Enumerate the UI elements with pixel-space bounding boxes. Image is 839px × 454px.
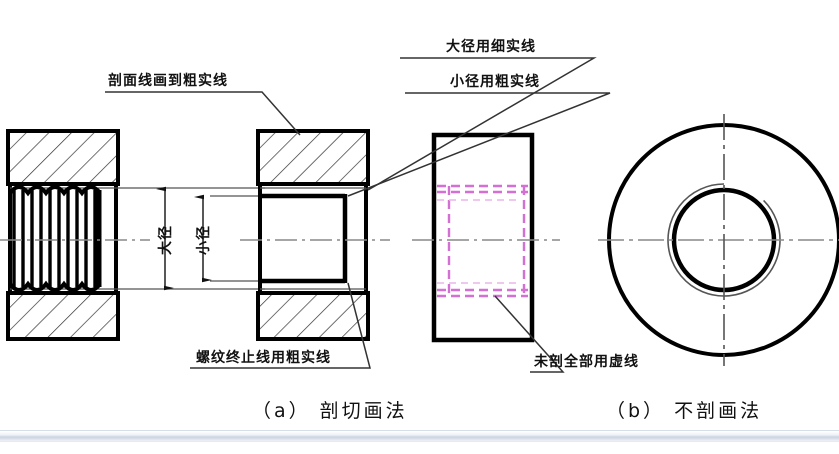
leader-thread-end (190, 282, 371, 369)
thread-crests-bottom (8, 280, 102, 292)
hatch-lower-mid (258, 293, 368, 339)
note-hidden-dashed: 未剖全部用虚线 (534, 354, 639, 370)
hidden-lines-group (437, 184, 528, 298)
note-major-dia: 大径用细实线 (446, 39, 536, 55)
bottom-divider-bar (0, 430, 839, 442)
leader-lines-group (105, 57, 611, 373)
note-section-hatch: 剖面线画到粗实线 (108, 73, 228, 89)
outline-upper-left (6, 129, 120, 186)
caption-left: （a） 剖切画法 (252, 400, 408, 422)
right-circular-view (598, 114, 839, 366)
dimension-label-minor: 小径 (196, 225, 212, 255)
hatch-lower-left (8, 293, 118, 339)
leader-major-dia (367, 57, 597, 191)
mid-right-view-unsectioned (412, 132, 560, 343)
leader-section-hatch (105, 91, 301, 136)
major-dia-thin-arc (667, 183, 781, 297)
hatch-upper-left (8, 131, 118, 184)
thread-crests-top (8, 185, 102, 197)
hatch-upper-mid (258, 131, 368, 184)
thread-flanks (12, 190, 97, 287)
mid-left-view-simplified-section (240, 129, 390, 341)
outline-unsectioned-body (431, 132, 535, 343)
note-thread-end: 螺纹终止线用粗实线 (196, 350, 331, 366)
outline-lower-left (6, 291, 120, 341)
leader-hidden-dashed (494, 295, 565, 373)
dimension-block (100, 186, 265, 291)
outline-lower-mid (256, 291, 370, 341)
caption-right: （b） 不剖画法 (606, 400, 763, 422)
leader-minor-dia (347, 92, 611, 197)
note-minor-dia: 小径用粗实线 (450, 74, 540, 90)
dimension-label-major: 大径 (158, 225, 174, 255)
thread-profile-group (8, 185, 102, 292)
outline-upper-mid (256, 129, 370, 186)
left-view-thread-section (0, 129, 150, 341)
